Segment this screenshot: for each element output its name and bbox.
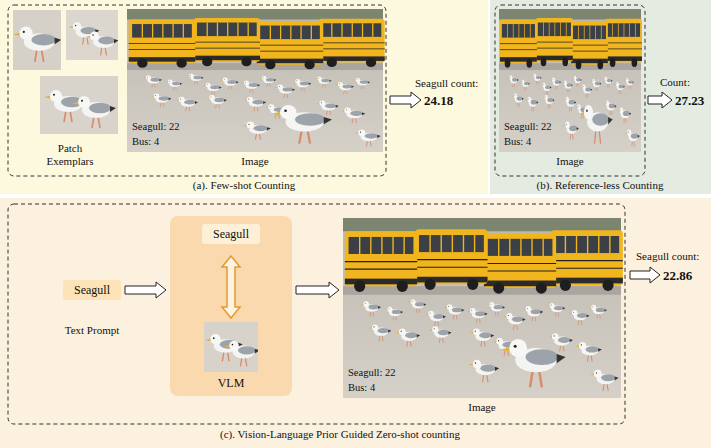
text-slot: Seagull count:: [636, 250, 699, 263]
text-label: Image: [241, 155, 268, 168]
text-slot: Bus: 4: [504, 136, 531, 149]
photo-image: Seagull: 22Bus: 4Image: [499, 9, 641, 152]
text-slot: Seagull: 22: [132, 121, 180, 134]
text-label: (a). Few-shot Counting: [193, 179, 295, 192]
prompt-box: SeagullText Prompt: [63, 280, 121, 300]
text-slot: Image: [556, 155, 583, 168]
panel-background: Count:27.23(b). Reference-less Counting …: [490, 0, 711, 194]
text-slot: Text Prompt: [65, 324, 120, 337]
text-label: Image: [556, 155, 583, 168]
panel-background: Seagull count: 22.86 (c). Vision-Language …: [0, 198, 711, 448]
text-slot: Image: [241, 155, 268, 168]
text-slot: Seagull: 22: [504, 121, 552, 134]
text-label: Image: [468, 401, 495, 414]
text-label: (b). Reference-less Counting: [537, 179, 664, 192]
text-slot: Patch Exemplars: [39, 142, 101, 168]
text-slot: Count:: [660, 76, 690, 89]
text-slot: Image: [468, 401, 495, 414]
hollow-arrow: [296, 282, 339, 298]
text-label: Seagull count:: [415, 77, 478, 90]
text-label: Count:: [660, 76, 690, 89]
text-label: Bus: 4: [504, 136, 531, 149]
text-label: Seagull: [213, 227, 249, 241]
text-slot: (a). Few-shot Counting: [193, 179, 295, 192]
text-label: Bus: 4: [132, 136, 159, 149]
photo-image: Seagull: 22Bus: 4Image: [127, 9, 383, 152]
text-label: Seagull count:: [636, 250, 699, 263]
text-label: Seagull: 22: [348, 367, 396, 380]
text-slot: (c). Vision-Language Prior Guided Zero-s…: [220, 428, 460, 441]
text-label: Seagull: [74, 283, 110, 297]
text-label: VLM: [218, 376, 245, 390]
text-slot: Seagull: 22: [348, 367, 396, 380]
text-slot: (b). Reference-less Counting: [537, 179, 664, 192]
text-slot: Bus: 4: [132, 136, 159, 149]
text-label: Seagull: 22: [132, 121, 180, 134]
text-label: 27.23: [675, 93, 704, 109]
text-slot: 22.86: [663, 268, 692, 284]
text-slot: Bus: 4: [348, 382, 375, 395]
text-slot: Seagull count:: [415, 77, 478, 90]
text-label: Bus: 4: [348, 382, 375, 395]
text-label: (c). Vision-Language Prior Guided Zero-s…: [220, 428, 460, 441]
text-feature-box: Seagull: [202, 224, 260, 244]
text-slot: 27.23: [675, 93, 704, 109]
text-label: 24.18: [424, 93, 453, 109]
panel-background: Patch Exemplars Seagull count: 24.18 (a). F…: [0, 0, 488, 194]
text-label: Seagull: 22: [504, 121, 552, 134]
text-label: 22.86: [663, 268, 692, 284]
vlm-box: VLM Seagull: [170, 216, 292, 396]
hollow-arrow: [125, 282, 166, 298]
text-label: Patch Exemplars: [39, 142, 101, 168]
photo-image: Seagull: 22Bus: 4Image: [343, 218, 621, 398]
text-label: Text Prompt: [65, 324, 120, 337]
text-slot: 24.18: [424, 93, 453, 109]
text-slot: VLM: [218, 376, 245, 390]
